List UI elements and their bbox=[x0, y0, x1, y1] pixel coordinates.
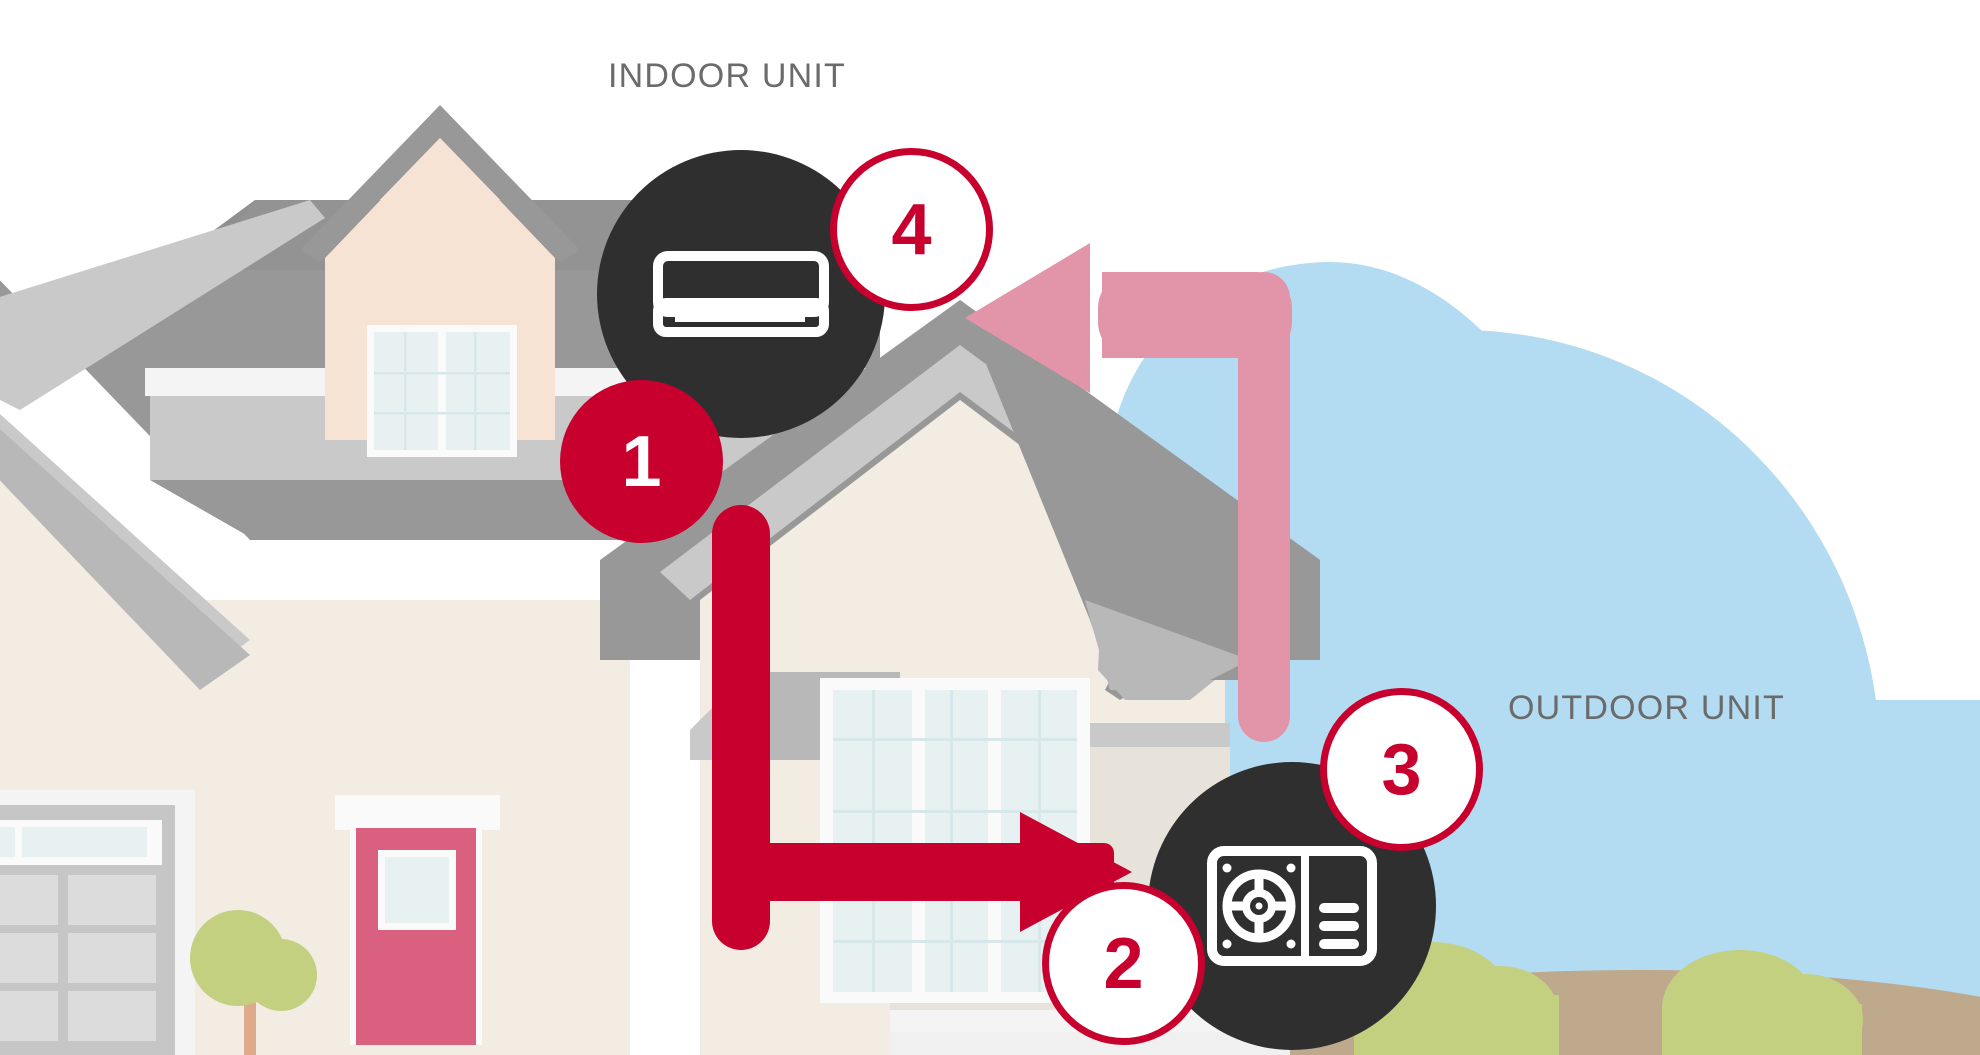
front-door bbox=[335, 795, 500, 1045]
step-badge-1[interactable]: 1 bbox=[560, 380, 723, 543]
roof-right-slope bbox=[960, 300, 1250, 690]
condenser-outdoor-unit-icon bbox=[1207, 846, 1377, 966]
step-badge-3[interactable]: 3 bbox=[1320, 688, 1483, 851]
split-ac-indoor-unit-icon bbox=[653, 251, 829, 337]
flow-arrow-to-indoor bbox=[965, 243, 1292, 742]
step-badge-1-number: 1 bbox=[621, 421, 662, 502]
step-badge-2[interactable]: 2 bbox=[1042, 882, 1205, 1045]
step-badge-2-number: 2 bbox=[1103, 923, 1144, 1004]
dormer bbox=[300, 105, 580, 457]
flow-arrow-to-outdoor bbox=[712, 505, 1132, 950]
indoor-unit-icon-disc[interactable] bbox=[597, 150, 885, 438]
step-badge-4-number: 4 bbox=[891, 189, 932, 270]
tree bbox=[190, 910, 317, 1055]
garage-door bbox=[0, 790, 195, 1055]
indoor-unit-label: INDOOR UNIT bbox=[608, 57, 846, 95]
step-badge-3-number: 3 bbox=[1381, 729, 1422, 810]
outdoor-unit-label: OUTDOOR UNIT bbox=[1508, 689, 1785, 727]
bush-right bbox=[1662, 950, 1863, 1055]
step-badge-4[interactable]: 4 bbox=[830, 148, 993, 311]
